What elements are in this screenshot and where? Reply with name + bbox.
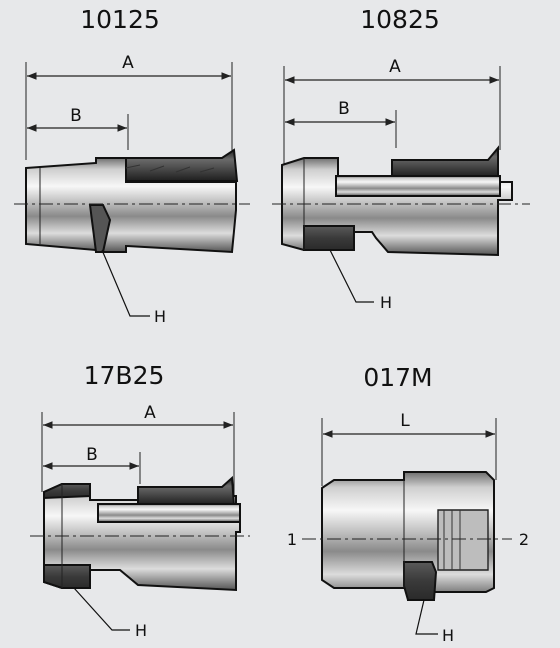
dimension-b-label: B	[86, 445, 98, 465]
fitting-body	[25, 148, 239, 254]
callout-h-label: H	[154, 307, 166, 326]
part-17b25: 17B25 A B H	[30, 361, 250, 640]
callout-leader	[415, 599, 438, 635]
callout-h-label: H	[380, 293, 392, 312]
callout-leader	[73, 587, 130, 631]
end-label-2: 2	[519, 530, 529, 549]
callout-h-label: H	[135, 621, 147, 640]
end-label-1: 1	[287, 530, 297, 549]
fitting-body	[43, 475, 241, 592]
callout-leader	[101, 249, 150, 317]
fitting-body	[321, 471, 495, 601]
part-title: 10125	[80, 5, 160, 34]
dimension-l-label: L	[400, 411, 410, 431]
part-10125: 10125 A B H	[14, 5, 250, 326]
part-title: 10825	[360, 5, 440, 34]
callout-leader	[329, 249, 374, 303]
dimension-a-label: A	[144, 403, 156, 423]
callout-h-label: H	[442, 626, 454, 645]
fitting-body	[281, 145, 513, 257]
dimension-a-label: A	[122, 53, 134, 73]
part-10825: 10825 A B H	[272, 5, 530, 312]
dimension-a-label: A	[389, 57, 401, 77]
part-017m: 017M L 1 2 H	[287, 363, 529, 645]
part-title: 017M	[363, 363, 432, 392]
part-title: 17B25	[84, 361, 165, 390]
dimension-b-label: B	[338, 99, 350, 119]
dimension-b-label: B	[70, 106, 82, 126]
